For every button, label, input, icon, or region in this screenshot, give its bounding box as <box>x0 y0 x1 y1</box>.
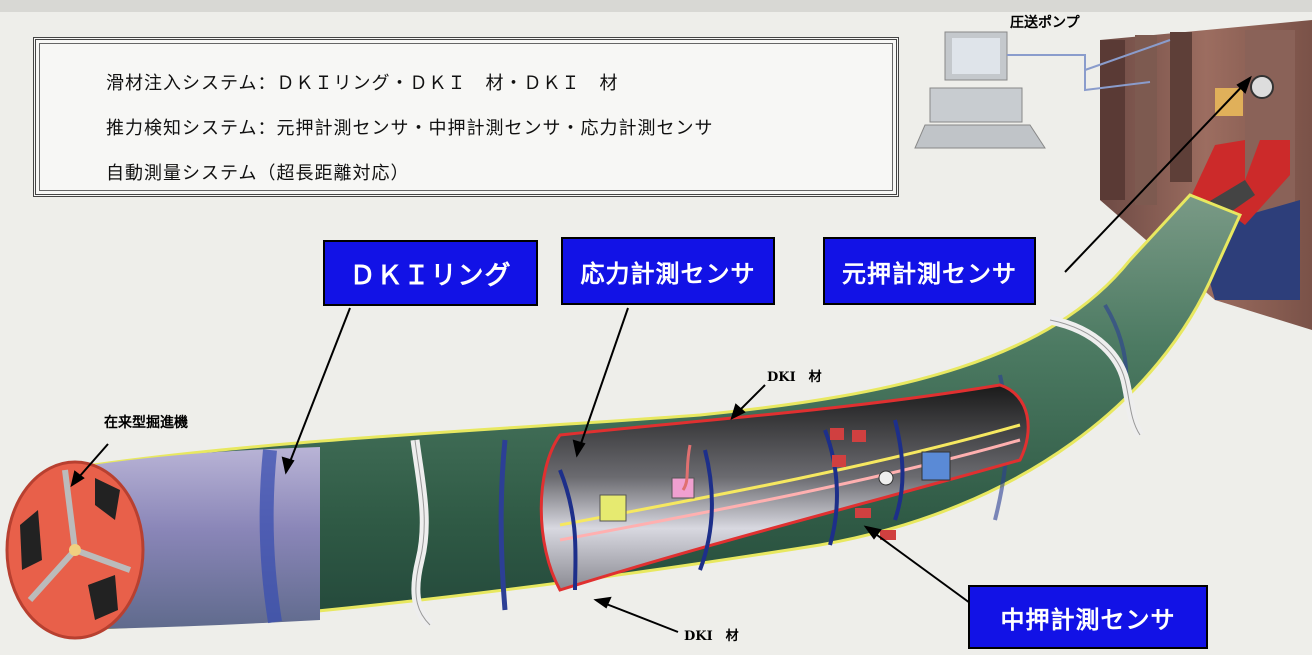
pointer-arrows <box>70 75 1252 633</box>
summary-line-survey: 自動測量システム（超長距離対応） <box>106 163 410 184</box>
computer <box>914 31 1171 149</box>
label-pressure-pump: 圧送ポンプ <box>1010 15 1080 31</box>
cutter-face <box>5 460 145 640</box>
pressure-gauge <box>1250 75 1274 99</box>
gauge-panel <box>1215 88 1243 116</box>
label-intermediate-jack-sensor: 中押計測センサ <box>968 585 1208 649</box>
label-dki-material-top: DKI 材 <box>767 370 822 385</box>
label-main-jack-sensor: 元押計測センサ <box>823 237 1036 305</box>
label-dki-ring: ＤＫＩリング <box>323 240 538 306</box>
top-shading <box>0 0 1312 12</box>
summary-line-thrust: 推力検知システム：元押計測センサ・中押計測センサ・応力計測センサ <box>106 118 714 139</box>
label-stress-sensor: 応力計測センサ <box>561 237 775 305</box>
summary-line-lubricant: 滑材注入システム：ＤＫＩリング・ＤＫＩ 材・ＤＫＩ 材 <box>106 73 619 94</box>
label-dki-material-bottom: DKI 材 <box>684 629 739 644</box>
system-summary-box: 滑材注入システム：ＤＫＩリング・ＤＫＩ 材・ＤＫＩ 材 推力検知システム：元押計… <box>33 37 899 197</box>
cutaway <box>539 383 1030 592</box>
sensor-box-yellow <box>599 494 627 522</box>
sensor-box-blue <box>921 451 951 481</box>
label-conventional-machine: 在来型掘進機 <box>104 415 188 431</box>
